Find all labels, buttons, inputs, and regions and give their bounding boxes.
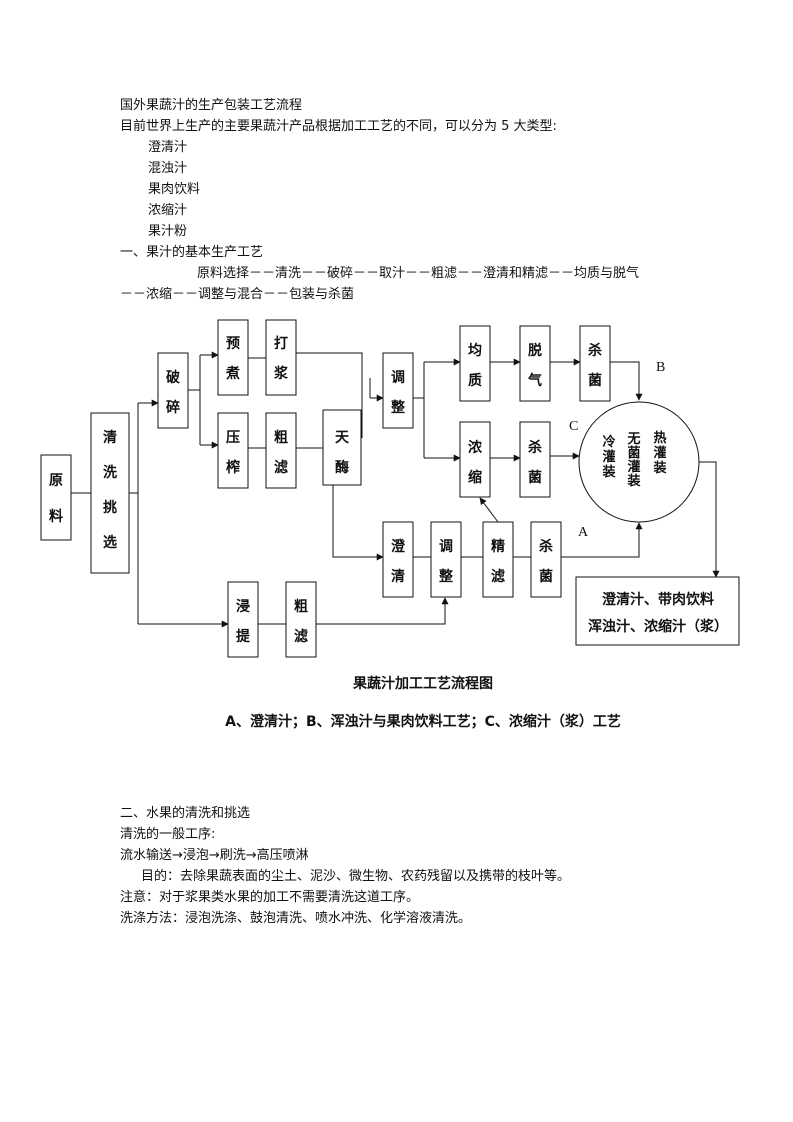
box-label: 浸提 [236, 598, 251, 645]
box-label: 脱气 [527, 342, 542, 389]
box-label: 压榨 [225, 430, 240, 476]
type-item: 混浊汁 [148, 161, 188, 176]
cold-fill-label: 冷灌装 [601, 434, 615, 480]
intro-text: 目前世界上生产的主要果蔬汁产品根据加工工艺的不同，可以分为 5 大类型: [120, 119, 557, 134]
box-jinti [227, 581, 259, 658]
diagram-caption-legend: A、澄清汁；B、浑浊汁与果肉饮料工艺；C、浓缩汁（浆）工艺 [225, 714, 621, 730]
box-tiaozheng2 [430, 521, 462, 598]
box-label: 调整 [438, 539, 454, 585]
label-c: C [569, 419, 578, 434]
box-tuoqi [519, 325, 551, 402]
box-dajiang [265, 319, 297, 396]
box-yuanliao [40, 454, 72, 541]
hot-fill-label: 热灌装 [652, 430, 666, 476]
section2-note: 注意：对于浆果类水果的加工不需要清洗这道工序。 [120, 890, 420, 905]
box-posui [157, 352, 189, 429]
box-label: 粗滤 [274, 429, 288, 476]
box-label: 预煮 [225, 336, 240, 382]
box-label: 浓缩 [468, 439, 483, 486]
box-label: 杀菌 [528, 439, 542, 486]
box-label: 杀菌 [539, 538, 553, 585]
diagram-caption-title: 果蔬汁加工工艺流程图 [353, 676, 493, 692]
box-junzhi [459, 325, 491, 402]
section1-heading: 一、果汁的基本生产工艺 [120, 245, 264, 260]
type-item: 果汁粉 [148, 224, 188, 239]
box-jinglv [482, 521, 514, 598]
box-label: 杀菌 [588, 342, 602, 389]
flow-diagram: 原料 清洗挑选 破碎 预煮 打浆 压榨 粗滤 天酶 调整 均质 脱气 杀菌 浓缩… [40, 319, 740, 658]
label-a: A [578, 525, 589, 540]
type-item: 果肉饮料 [148, 182, 201, 197]
box-label: 清洗挑选 [103, 429, 117, 551]
box-label: 破碎 [166, 369, 180, 416]
products-line-2: 浑浊汁、浓缩汁（浆） [588, 618, 728, 635]
aseptic-fill-label: 无菌灌装 [626, 432, 640, 489]
box-culv1 [265, 412, 297, 489]
box-shajun3 [530, 521, 562, 598]
section2-steps: 流水输送→浸泡→刷洗→高压喷淋 [120, 848, 309, 863]
box-culv2 [285, 581, 317, 658]
box-yazha [217, 412, 249, 489]
label-b: B [656, 360, 665, 375]
box-chengqing [382, 521, 414, 598]
box-label: 均质 [468, 342, 482, 389]
box-label: 天酶 [335, 430, 350, 476]
box-label: 粗滤 [294, 598, 308, 645]
process-line-2: －－浓缩－－调整与混合－－包装与杀菌 [120, 287, 355, 302]
products-line-1: 澄清汁、带肉饮料 [602, 591, 714, 608]
box-label: 调整 [390, 370, 406, 416]
section2-methods: 洗涤方法：浸泡洗涤、鼓泡清洗、喷水冲洗、化学溶液清洗。 [120, 911, 472, 926]
type-item: 澄清汁 [148, 140, 188, 155]
box-yuzhu [217, 319, 249, 396]
process-line-1: 原料选择－－清洗－－破碎－－取汁－－粗滤－－澄清和精滤－－均质与脱气 [197, 266, 640, 281]
box-products [575, 576, 740, 646]
box-shajun1 [579, 325, 611, 402]
section2-purpose: 目的：去除果蔬表面的尘土、泥沙、微生物、农药残留以及携带的枝叶等。 [141, 869, 571, 884]
document-title: 国外果蔬汁的生产包装工艺流程 [120, 98, 303, 113]
box-tiaozheng1 [382, 352, 414, 429]
box-label: 原料 [49, 473, 63, 525]
section2-heading: 二、水果的清洗和挑选 [120, 806, 251, 821]
box-label: 精滤 [491, 538, 505, 585]
section2-sub: 清洗的一般工序: [120, 827, 216, 842]
box-label: 打浆 [274, 335, 289, 382]
type-item: 浓缩汁 [148, 203, 188, 218]
box-label: 澄清 [391, 538, 406, 585]
